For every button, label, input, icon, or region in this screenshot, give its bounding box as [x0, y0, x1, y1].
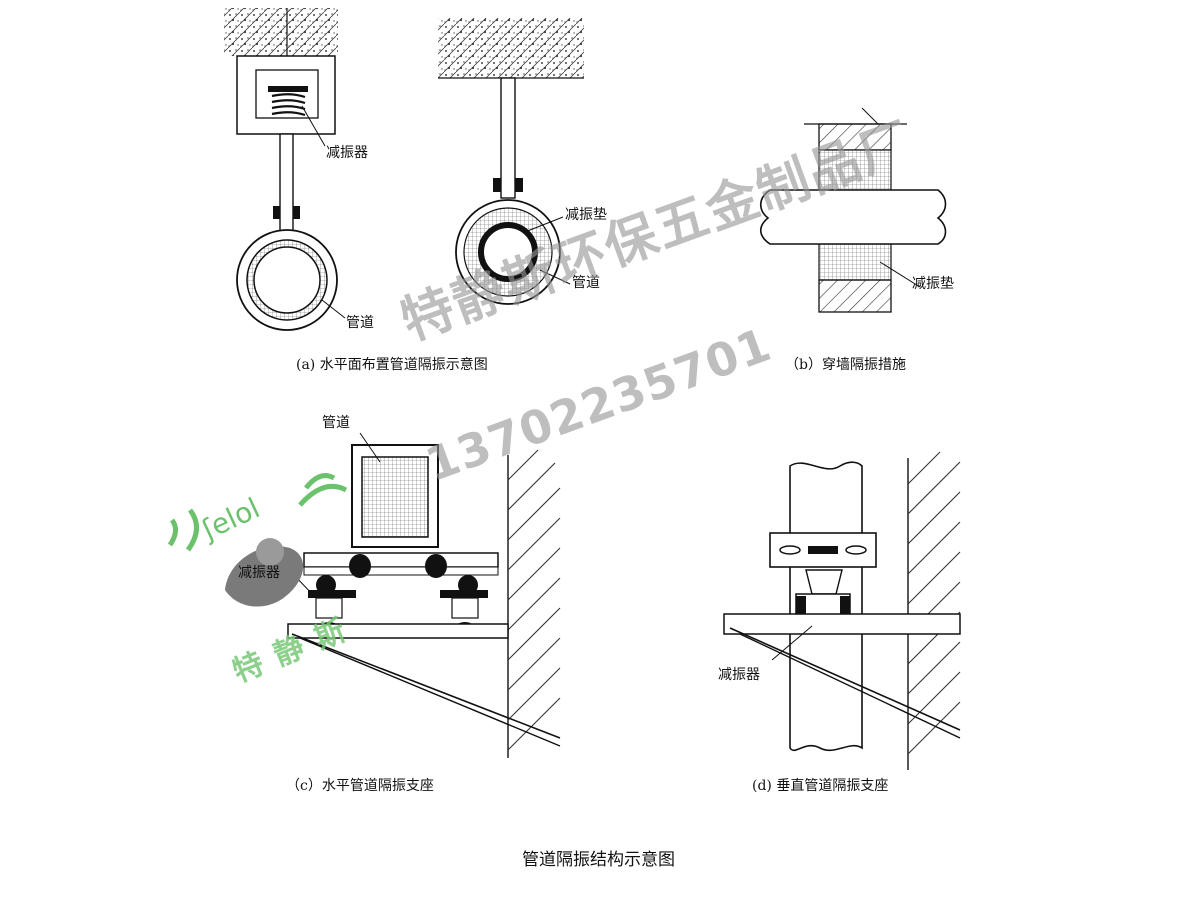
bolt-a — [273, 206, 280, 219]
leader-c-pipe — [359, 432, 381, 463]
label-d-damper: 减振器 — [718, 667, 760, 683]
hanger-rod-a — [279, 133, 294, 235]
label-a2-pipe: 管道 — [572, 275, 600, 291]
hanger-rod-a2 — [500, 77, 516, 199]
label-c-damper: 减振器 — [238, 565, 280, 581]
bracket-d — [723, 613, 961, 635]
damper-plate — [268, 86, 308, 92]
label-a-damper: 减振器 — [326, 145, 368, 161]
caption-a: (a) 水平面布置管道隔振示意图 — [296, 357, 488, 373]
label-b-pad: 减振垫 — [912, 276, 954, 292]
leader-d-damper — [771, 625, 813, 661]
leader-a-damper — [301, 105, 326, 147]
ceiling-slab-a — [224, 8, 338, 56]
caption-b: （b）穿墙隔振措施 — [785, 357, 906, 373]
bracket-c — [287, 623, 509, 639]
spring — [271, 93, 306, 117]
ceiling-slab-a2 — [438, 18, 584, 78]
logo-script-text: ʃelol — [196, 491, 265, 546]
panel-a-hanger-pad — [438, 18, 584, 305]
caption-c: （c）水平管道隔振支座 — [286, 778, 434, 794]
label-a-pipe: 管道 — [346, 315, 374, 331]
label-a2-pad: 减振垫 — [565, 207, 607, 223]
caption-d: (d) 垂直管道隔振支座 — [752, 778, 889, 794]
panel-a-hanger — [224, 8, 346, 331]
pipe-b — [759, 189, 947, 245]
panel-b-wall — [759, 107, 947, 313]
wall-top — [818, 123, 892, 151]
figure-title: 管道隔振结构示意图 — [522, 850, 675, 870]
panel-d-vertical-support — [723, 451, 961, 770]
leader-b-pad — [879, 261, 921, 288]
label-c-pipe: 管道 — [322, 415, 350, 431]
logo-figure — [225, 546, 304, 607]
leader-a2-pad — [524, 216, 564, 233]
upper-plate-c — [303, 552, 499, 568]
leader-a2-pipe — [539, 269, 571, 285]
leader-a-pipe — [321, 299, 346, 319]
pipe-a2 — [478, 222, 538, 282]
wall-bottom — [818, 279, 892, 313]
panel-c-horizontal-support — [287, 432, 561, 758]
